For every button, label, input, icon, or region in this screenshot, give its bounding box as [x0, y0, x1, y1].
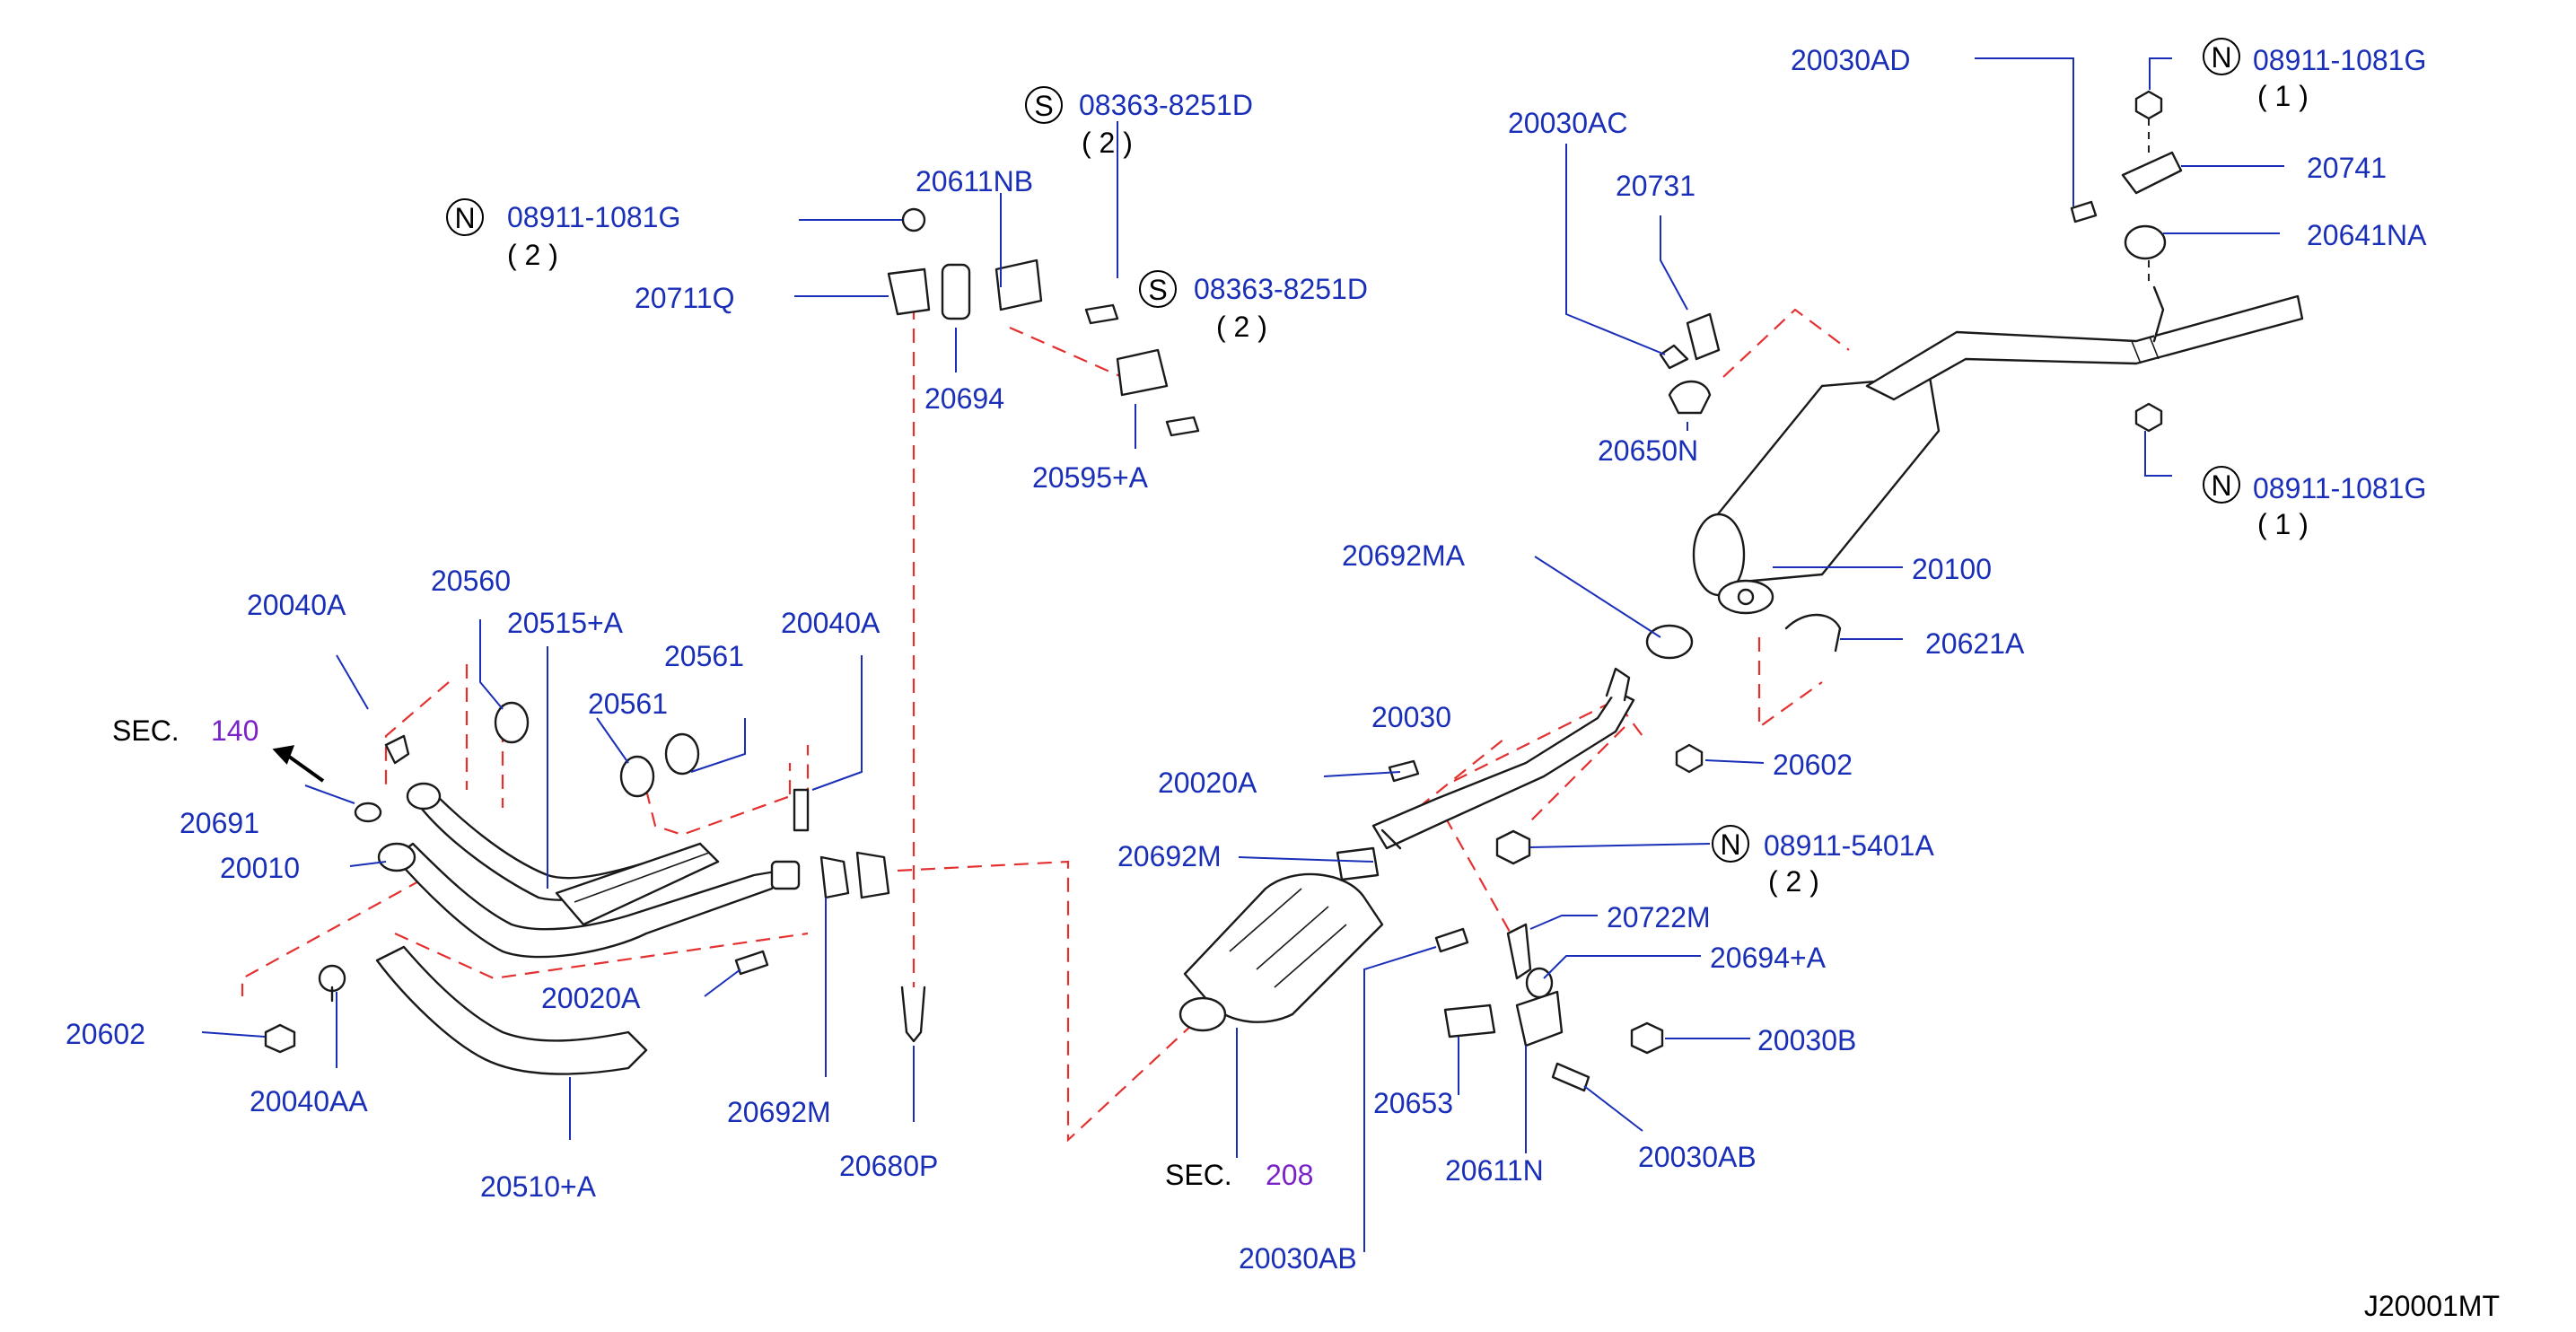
label-20561-upper: 20561 — [664, 640, 744, 672]
sec-140-arrow — [272, 745, 325, 783]
leader-lines — [201, 57, 2284, 1252]
callout-symbol: S — [1148, 274, 1167, 306]
label-20602-left: 20602 — [66, 1018, 145, 1050]
label-20020a-left: 20020A — [541, 982, 641, 1014]
label-20030b: 20030B — [1757, 1024, 1856, 1056]
label-20694a: 20694+A — [1710, 942, 1827, 974]
label-20711q: 20711Q — [635, 282, 735, 314]
section-number: 208 — [1266, 1159, 1313, 1191]
callout-part-08911-1081g-top: 08911-1081G — [2253, 44, 2426, 76]
callout-n-1: N 08911-1081G ( 2 ) — [446, 198, 680, 271]
assembly-dashed-lines — [241, 305, 1850, 1143]
label-20731: 20731 — [1616, 170, 1695, 202]
callout-symbol: N — [454, 202, 475, 234]
label-20650n: 20650N — [1598, 434, 1698, 467]
callout-qty: ( 1 ) — [2257, 508, 2309, 540]
callout-symbol: N — [2211, 41, 2231, 74]
callout-n-4: N 08911-5401A ( 2 ) — [1712, 825, 1934, 898]
part-labels: 20611NB 20711Q 20694 20595+A 20040A 2056… — [66, 44, 2427, 1275]
label-20691: 20691 — [180, 807, 259, 839]
label-20515a: 20515+A — [507, 607, 624, 639]
callout-s-2: S 08363-8251D ( 2 ) — [1139, 270, 1368, 343]
label-20040a-left: 20040A — [247, 589, 346, 621]
label-20641na: 20641NA — [2307, 219, 2427, 251]
label-20741: 20741 — [2307, 152, 2387, 184]
callout-qty: ( 2 ) — [1216, 311, 1267, 343]
label-20020a-right: 20020A — [1158, 767, 1257, 799]
label-20040aa: 20040AA — [250, 1085, 368, 1117]
label-20694: 20694 — [924, 382, 1004, 415]
label-20030: 20030 — [1371, 701, 1451, 733]
label-20611n: 20611N — [1445, 1154, 1544, 1187]
label-20040a-right: 20040A — [781, 607, 881, 639]
label-20510a: 20510+A — [480, 1170, 597, 1203]
label-20030ad: 20030AD — [1791, 44, 1910, 76]
diagram-code: J20001MT — [2364, 1290, 2500, 1322]
label-20561-lower: 20561 — [588, 688, 668, 720]
label-20722m: 20722M — [1607, 901, 1711, 933]
section-number: 140 — [211, 714, 258, 747]
label-20692m-left: 20692M — [727, 1096, 831, 1128]
callout-symbol: N — [1720, 828, 1740, 861]
label-20030ab-bottom: 20030AB — [1239, 1242, 1357, 1275]
callout-n-2: N 08911-1081G ( 1 ) — [2203, 38, 2426, 112]
callout-qty: ( 2 ) — [1768, 865, 1819, 898]
callout-qty: ( 2 ) — [507, 239, 558, 271]
callout-part-08911-1081g-right: 08911-1081G — [2253, 472, 2426, 504]
label-20030ac: 20030AC — [1508, 107, 1627, 139]
label-20621a: 20621A — [1925, 627, 2025, 660]
label-20030ab-right: 20030AB — [1638, 1141, 1757, 1173]
callout-s-1: S 08363-8251D ( 2 ) — [1025, 86, 1253, 159]
label-20680p: 20680P — [839, 1150, 938, 1182]
label-20560: 20560 — [431, 565, 511, 597]
section-ref-208: SEC. 208 — [1165, 1159, 1313, 1191]
callout-part-08363-8251d-mid: 08363-8251D — [1194, 273, 1368, 305]
label-20611nb: 20611NB — [916, 165, 1033, 197]
section-ref-140: SEC. 140 — [112, 714, 258, 747]
section-prefix: SEC. — [112, 714, 180, 747]
callout-qty: ( 1 ) — [2257, 80, 2309, 112]
callout-symbol: N — [2211, 469, 2231, 502]
callout-symbol: S — [1034, 90, 1053, 122]
callout-part-08911-5401a: 08911-5401A — [1764, 829, 1934, 862]
label-20010: 20010 — [220, 852, 300, 884]
callout-n-3: N 08911-1081G ( 1 ) — [2203, 466, 2426, 540]
callout-part-08363-8251d-top: 08363-8251D — [1079, 89, 1253, 121]
section-prefix: SEC. — [1165, 1159, 1232, 1191]
label-20692m-right: 20692M — [1117, 840, 1222, 872]
part-drawings — [264, 90, 2304, 1092]
label-20653: 20653 — [1373, 1087, 1453, 1119]
label-20692ma: 20692MA — [1342, 539, 1466, 572]
label-20100: 20100 — [1912, 553, 1992, 585]
callout-qty: ( 2 ) — [1082, 127, 1133, 159]
callout-part-08911-1081g-left: 08911-1081G — [507, 201, 680, 233]
label-20595a: 20595+A — [1032, 461, 1149, 494]
label-20602-right: 20602 — [1773, 749, 1853, 781]
